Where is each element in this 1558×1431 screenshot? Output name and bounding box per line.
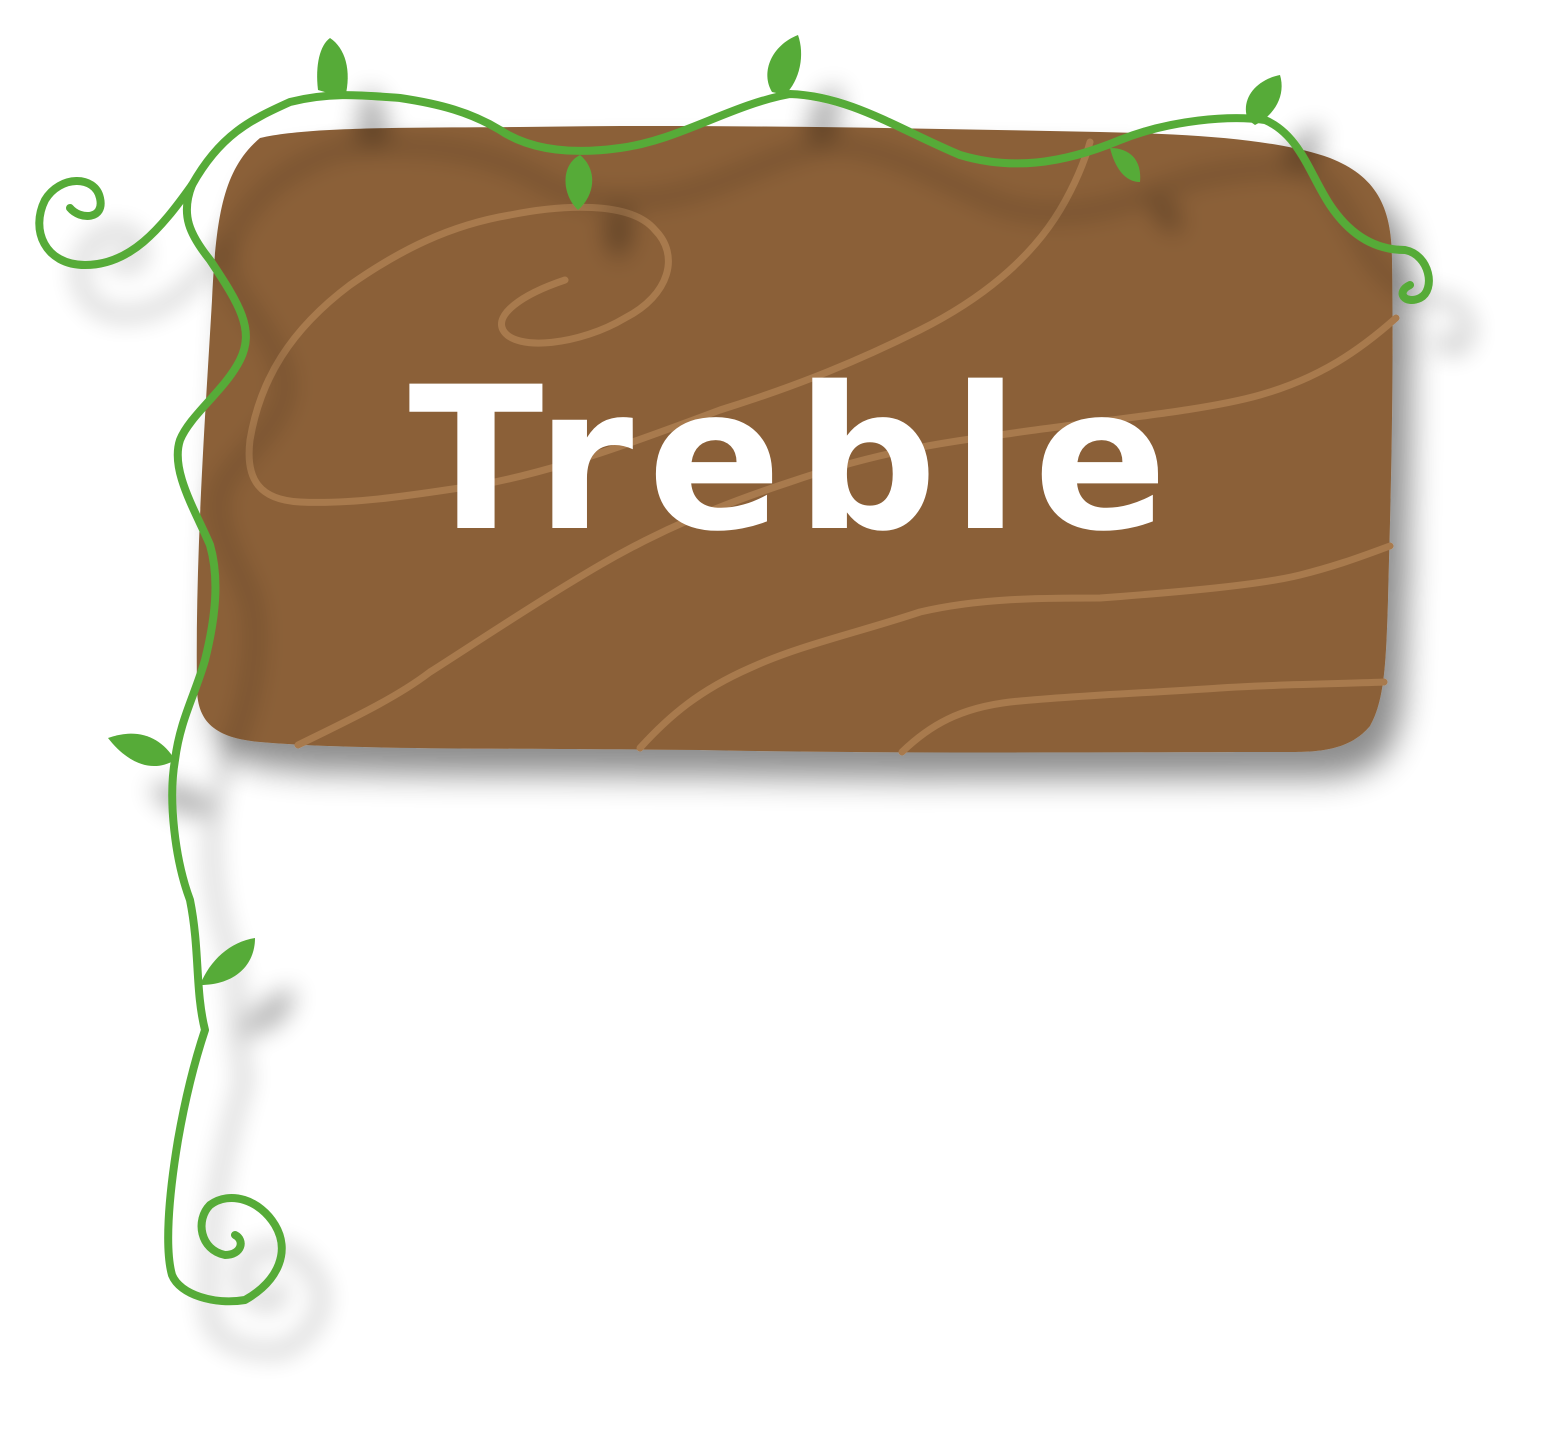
vine-icon <box>35 35 1433 1306</box>
wooden-board <box>196 125 1400 756</box>
leaf-icon <box>108 35 1282 985</box>
wood-grain <box>245 138 1400 756</box>
sign-label: Treble <box>408 344 1182 575</box>
